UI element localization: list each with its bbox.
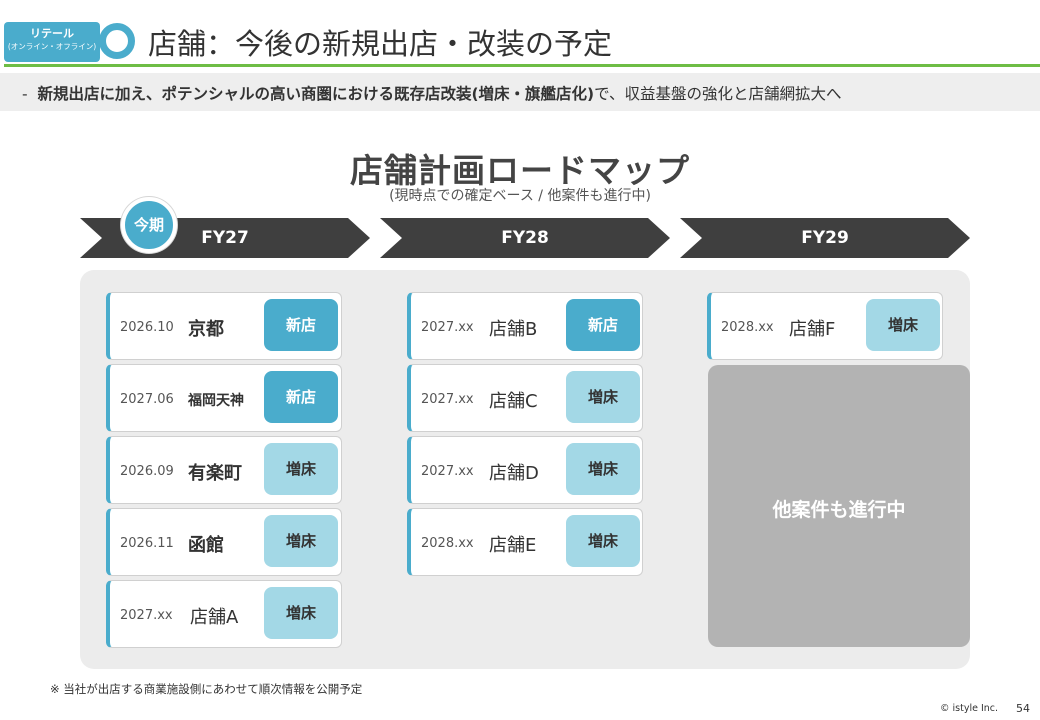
store-date: 2026.09	[120, 464, 174, 479]
title-divider	[4, 64, 1040, 67]
store-date: 2028.xx	[721, 320, 774, 335]
store-name: 店舗A	[190, 607, 239, 628]
page-title: 店舗：今後の新規出店・改装の予定	[148, 27, 613, 61]
store-type-badge: 増床	[566, 515, 640, 567]
subtitle-bold: 新規出店に加え、ポテンシャルの高い商圏における既存店改装(増床・旗艦店化)	[37, 85, 595, 103]
other-projects-label: 他案件も進行中	[772, 499, 906, 521]
store-name: 福岡天神	[188, 393, 244, 409]
subtitle-bullet: -	[22, 85, 28, 103]
store-card: 2027.xx 店舗D 増床	[407, 436, 643, 504]
store-name: 函館	[188, 535, 224, 556]
store-card: 2026.09 有楽町 増床	[106, 436, 342, 504]
store-name: 店舗B	[489, 319, 538, 340]
store-name: 京都	[188, 319, 224, 340]
store-name: 店舗E	[489, 535, 537, 556]
subtitle-text: - 新規出店に加え、ポテンシャルの高い商圏における既存店改装(増床・旗艦店化)で…	[22, 82, 842, 104]
store-type-badge: 増床	[566, 443, 640, 495]
store-date: 2027.06	[120, 392, 174, 407]
store-name: 店舗C	[489, 391, 538, 412]
store-card: 2028.xx 店舗F 増床	[707, 292, 943, 360]
footnote: ※ 当社が出店する商業施設側にあわせて順次情報を公開予定	[50, 682, 363, 696]
year-arrow-fy28: FY28	[380, 218, 670, 258]
store-type-badge: 増床	[264, 443, 338, 495]
store-name: 店舗F	[789, 319, 836, 340]
store-type-badge: 増床	[264, 587, 338, 639]
store-type-badge: 新店	[264, 299, 338, 351]
store-card: 2026.10 京都 新店	[106, 292, 342, 360]
store-card: 2028.xx 店舗E 増床	[407, 508, 643, 576]
year-label: FY28	[501, 228, 549, 248]
roadmap-subtitle: (現時点での確定ベース / 他案件も進行中)	[389, 188, 651, 204]
store-type-badge: 新店	[566, 299, 640, 351]
store-type-badge: 増床	[566, 371, 640, 423]
subtitle-bar: - 新規出店に加え、ポテンシャルの高い商圏における既存店改装(増床・旗艦店化)で…	[0, 73, 1040, 111]
category-tag-sublabel: (オンライン・オフライン)	[7, 42, 97, 51]
store-date: 2026.10	[120, 320, 174, 335]
category-tag: リテール (オンライン・オフライン)	[4, 22, 100, 62]
store-date: 2026.11	[120, 536, 174, 551]
copyright: © istyle Inc.	[940, 703, 999, 714]
store-date: 2027.xx	[120, 608, 173, 623]
store-card: 2027.xx 店舗C 増床	[407, 364, 643, 432]
store-type-badge: 新店	[264, 371, 338, 423]
store-name: 店舗D	[489, 463, 539, 484]
year-label: FY27	[201, 228, 249, 248]
store-date: 2027.xx	[421, 320, 474, 335]
store-card: 2026.11 函館 増床	[106, 508, 342, 576]
store-type-badge: 増床	[866, 299, 940, 351]
store-date: 2027.xx	[421, 392, 474, 407]
current-period-badge: 今期	[121, 197, 177, 253]
year-label: FY29	[801, 228, 849, 248]
store-type-badge: 増床	[264, 515, 338, 567]
page-number: 54	[1016, 702, 1030, 715]
subtitle-rest: で、収益基盤の強化と店舗網拡大へ	[594, 85, 842, 103]
store-card: 2027.xx 店舗B 新店	[407, 292, 643, 360]
category-tag-label: リテール	[30, 27, 74, 40]
store-card: 2027.06 福岡天神 新店	[106, 364, 342, 432]
other-projects-box: 他案件も進行中	[708, 365, 970, 647]
year-arrow-fy29: FY29	[680, 218, 970, 258]
store-date: 2028.xx	[421, 536, 474, 551]
ring-icon	[99, 23, 135, 59]
store-name: 有楽町	[188, 463, 242, 484]
roadmap-title: 店舗計画ロードマップ	[350, 151, 690, 190]
store-date: 2027.xx	[421, 464, 474, 479]
store-card: 2027.xx 店舗A 増床	[106, 580, 342, 648]
